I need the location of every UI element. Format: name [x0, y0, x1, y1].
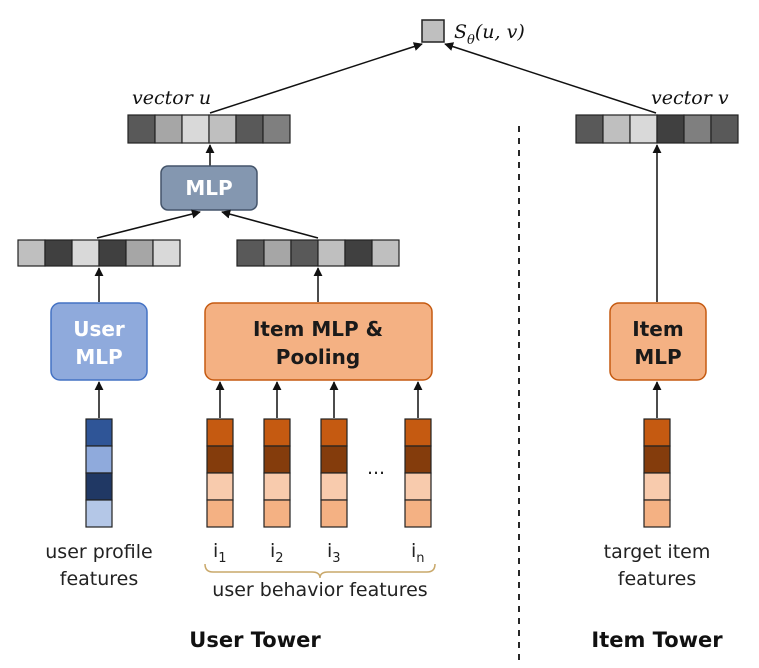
- user-mlp-label-2: MLP: [75, 345, 122, 369]
- behavior-embedding-vector: [236, 239, 400, 267]
- behavior-features-label: user behavior features: [212, 579, 427, 601]
- behavior-ellipsis: ...: [367, 457, 385, 479]
- user-profile-label-2: features: [60, 568, 139, 590]
- behavior-feature-column-2: [263, 381, 291, 528]
- center-mlp-label: MLP: [185, 176, 232, 200]
- behavior-item-2-label: i2: [270, 540, 284, 566]
- behavior-item-n-label: in: [411, 540, 425, 566]
- behavior-brace: [204, 563, 436, 579]
- item-mlp-label-1: Item: [632, 317, 683, 341]
- user-embedding-vector: [17, 239, 181, 267]
- user-mlp-label-1: User: [73, 317, 125, 341]
- arrow-left-vec-to-mlp: [96, 209, 201, 239]
- item-mlp-pooling-label-1: Item MLP &: [253, 317, 383, 341]
- item-mlp-pooling-label-2: Pooling: [276, 345, 360, 369]
- arrow-right-vec-to-mlp: [221, 209, 319, 239]
- behavior-item-3-label: i3: [327, 540, 341, 566]
- behavior-feature-column-3: [320, 381, 348, 528]
- user-profile-feature-column: [85, 418, 113, 528]
- user-mlp-box: [50, 302, 148, 381]
- vector-v-label: vector v: [651, 87, 729, 109]
- arrow-v-to-score: [444, 42, 657, 114]
- user-profile-label-1: user profile: [45, 541, 153, 563]
- item-tower-label: Item Tower: [591, 628, 723, 652]
- item-mlp-pooling-box: [204, 302, 433, 381]
- behavior-feature-column-n: [404, 381, 432, 528]
- vector-u-label: vector u: [132, 87, 211, 109]
- center-mlp-box: [160, 165, 258, 211]
- behavior-item-1-label: i1: [213, 540, 227, 566]
- item-mlp-box: [609, 302, 707, 381]
- target-item-feature-column: [643, 381, 671, 528]
- arrow-u-to-score: [209, 42, 423, 114]
- behavior-feature-column-1: [206, 381, 234, 528]
- score-label: Sθ(u, v): [454, 21, 525, 48]
- vector-u: [127, 114, 291, 144]
- target-item-label-1: target item: [604, 541, 711, 563]
- score-node: [421, 19, 445, 43]
- target-item-label-2: features: [618, 568, 697, 590]
- user-tower-label: User Tower: [189, 628, 321, 652]
- vector-v: [575, 114, 739, 144]
- item-mlp-label-2: MLP: [634, 345, 681, 369]
